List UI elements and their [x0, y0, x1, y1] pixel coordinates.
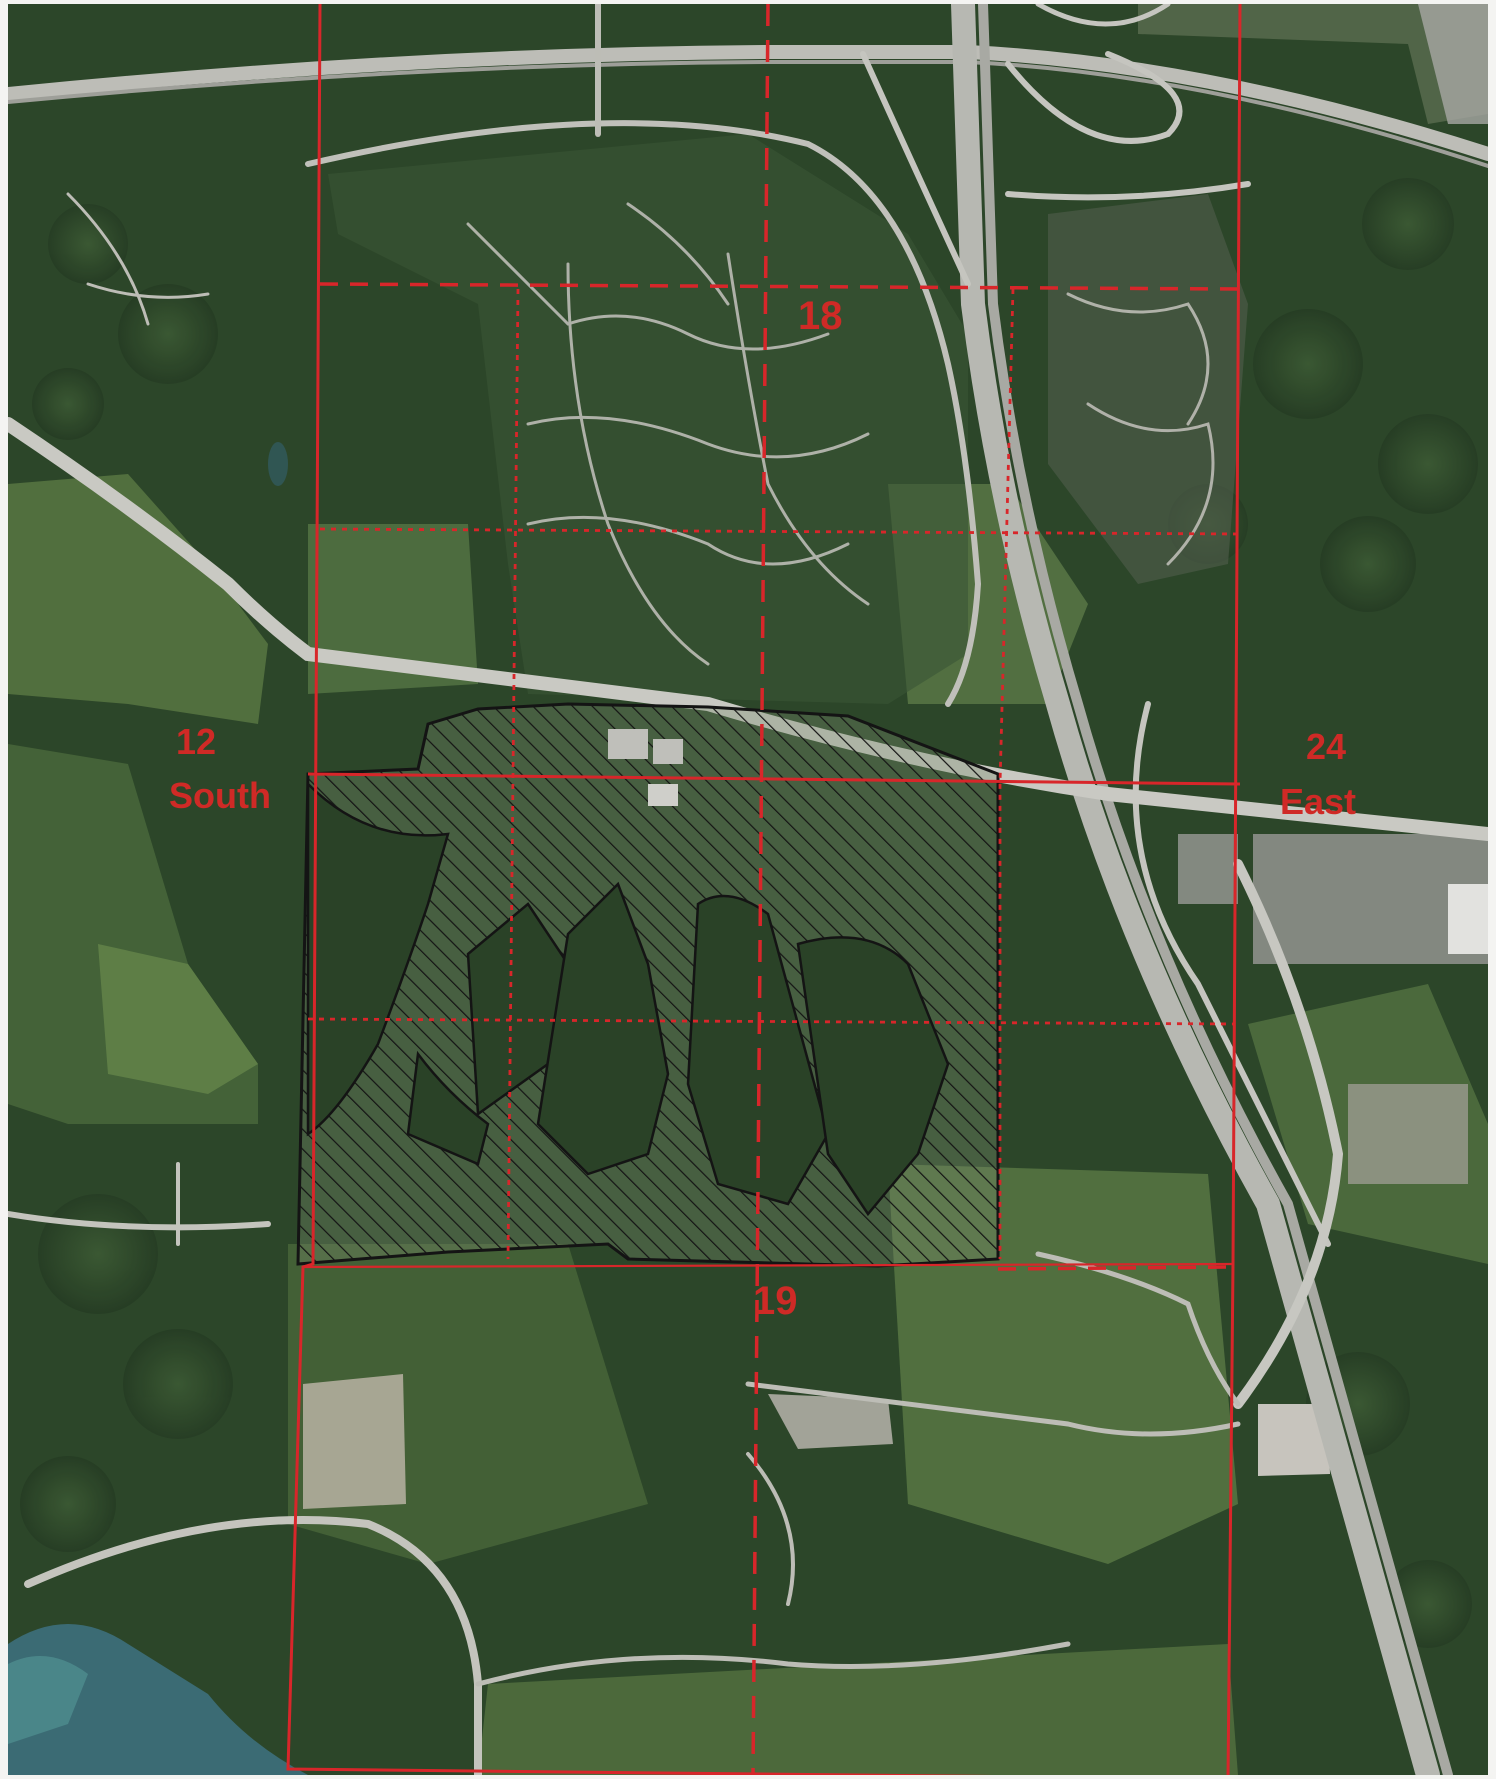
- section-label-east-direction: East: [1280, 781, 1356, 822]
- section-grid: [286, 4, 1242, 1775]
- section-label-west-number: 12: [176, 721, 216, 762]
- section-label-east-number: 24: [1306, 726, 1346, 767]
- aerial-map[interactable]: 18 19 12 South 24 East: [8, 4, 1488, 1775]
- map-canvas: 18 19 12 South 24 East: [8, 4, 1488, 1775]
- section-labels: 18 19 12 South 24 East: [169, 294, 1356, 1323]
- hatched-study-area[interactable]: [296, 702, 1000, 1268]
- section-label-west-direction: South: [169, 775, 271, 816]
- section-label-north: 18: [798, 294, 843, 338]
- section-label-south: 19: [753, 1279, 798, 1323]
